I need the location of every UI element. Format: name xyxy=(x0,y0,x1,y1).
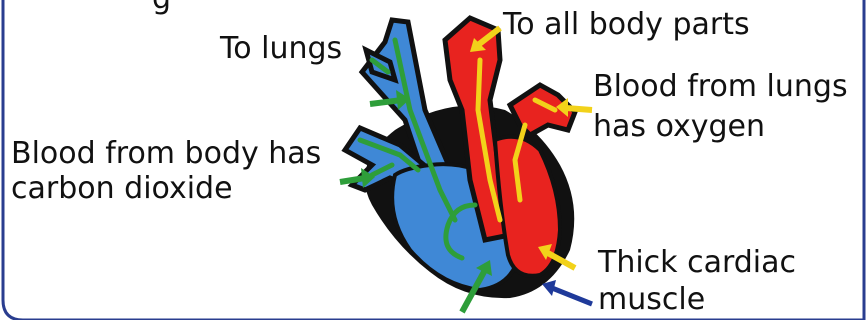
label-top-cut: g xyxy=(152,0,171,16)
label-blood-from-body-line1: Blood from body has xyxy=(11,137,321,171)
label-blood-from-body-line2: carbon dioxide xyxy=(11,172,233,206)
navy-arrow-muscle xyxy=(542,280,592,304)
label-thick-muscle-line2: muscle xyxy=(598,283,705,317)
label-blood-from-lungs-line1: Blood from lungs xyxy=(593,70,848,104)
label-thick-muscle-line1: Thick cardiac xyxy=(598,246,796,280)
label-to-all-body-parts: To all body parts xyxy=(503,8,750,42)
label-to-lungs: To lungs xyxy=(220,32,342,66)
label-blood-from-lungs-line2: has oxygen xyxy=(593,110,765,144)
